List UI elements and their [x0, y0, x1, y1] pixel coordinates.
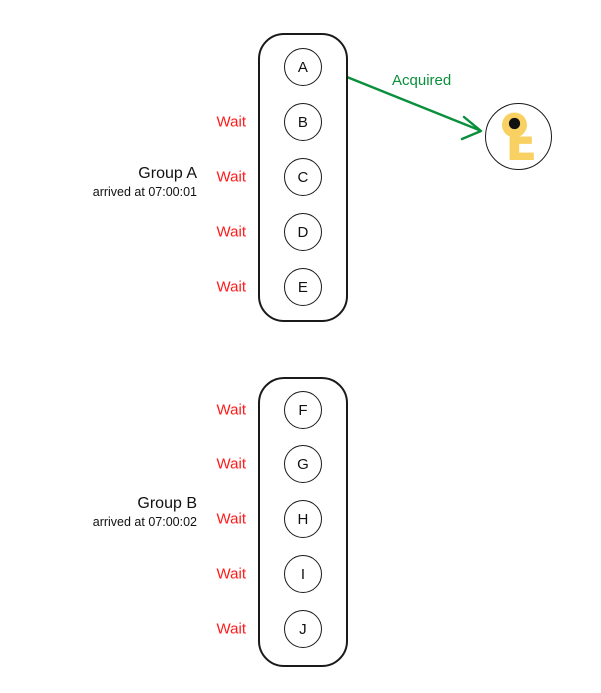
node-j[interactable]: J	[284, 610, 322, 648]
acquired-arrow-line	[320, 65, 481, 132]
node-c[interactable]: C	[284, 158, 322, 196]
group-b-subtitle: arrived at 07:00:02	[92, 515, 197, 529]
wait-label-e: Wait	[216, 278, 246, 296]
wait-label-g: Wait	[216, 455, 246, 473]
node-c-label: C	[297, 168, 309, 186]
group-b-title: Group B	[137, 495, 197, 512]
node-j-label: J	[299, 620, 307, 638]
node-e-label: E	[297, 278, 309, 296]
node-d-label: D	[297, 223, 309, 241]
wait-label-d: Wait	[216, 223, 246, 241]
key-icon	[501, 112, 534, 160]
node-i[interactable]: I	[284, 555, 322, 593]
key-resource-badge[interactable]	[485, 103, 552, 170]
node-g[interactable]: G	[284, 445, 322, 483]
wait-label-f: Wait	[216, 401, 246, 419]
node-b-label: B	[297, 113, 309, 131]
node-g-label: G	[297, 455, 309, 473]
node-f[interactable]: F	[284, 391, 322, 429]
node-h-label: H	[297, 510, 309, 528]
group-a-title: Group A	[138, 165, 197, 182]
node-f-label: F	[298, 401, 308, 419]
node-h[interactable]: H	[284, 500, 322, 538]
node-e[interactable]: E	[284, 268, 322, 306]
wait-label-c: Wait	[216, 168, 246, 186]
group-a-subtitle: arrived at 07:00:01	[92, 185, 197, 199]
acquired-arrow-head	[460, 115, 483, 141]
node-i-label: I	[300, 565, 306, 583]
group-a-caption: Group A arrived at 07:00:01	[93, 164, 197, 201]
wait-label-b: Wait	[216, 113, 246, 131]
group-b-caption: Group B arrived at 07:00:02	[93, 494, 197, 531]
node-b[interactable]: B	[284, 103, 322, 141]
wait-label-j: Wait	[216, 620, 246, 638]
wait-label-h: Wait	[216, 510, 246, 528]
acquired-edge-label: Acquired	[392, 72, 452, 89]
node-a[interactable]: A	[284, 48, 322, 86]
acquired-arrow	[320, 65, 483, 141]
node-a-label: A	[297, 58, 309, 76]
node-d[interactable]: D	[284, 213, 322, 251]
wait-label-i: Wait	[216, 565, 246, 583]
